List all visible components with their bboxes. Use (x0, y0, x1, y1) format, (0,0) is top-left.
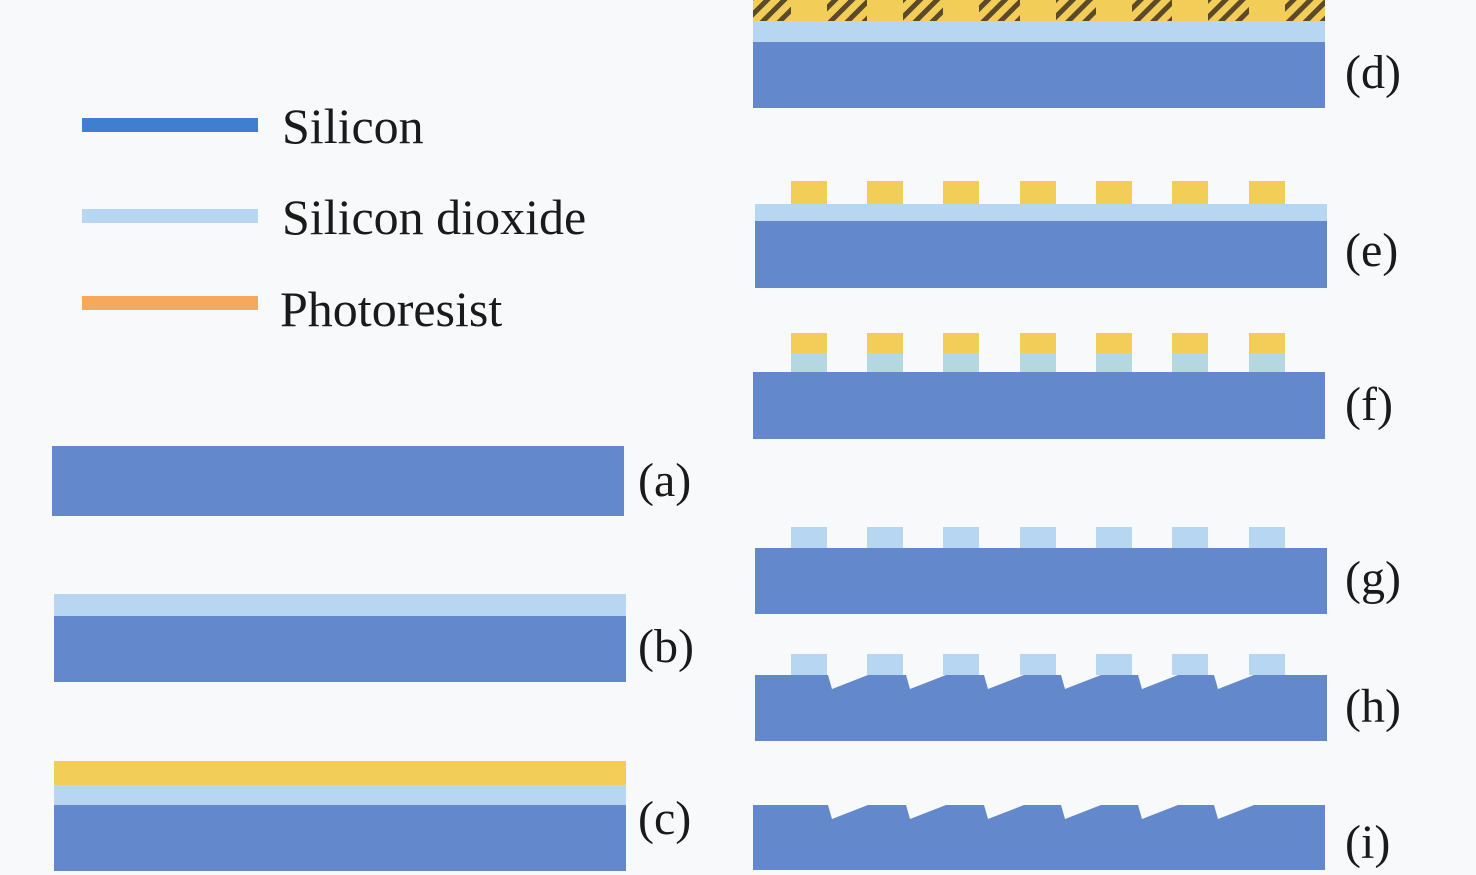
step-a: (a) (52, 446, 691, 516)
oxide-block (1172, 353, 1208, 372)
photoresist-block (1020, 333, 1056, 353)
step-label: (e) (1345, 224, 1398, 277)
step-i: (i) (753, 805, 1390, 870)
photoresist-block (1020, 181, 1056, 204)
step-label: (c) (638, 792, 691, 845)
oxide-mask-block (1020, 654, 1056, 675)
step-c: (c) (54, 761, 691, 871)
unexposed-resist-blocks (791, 0, 1285, 21)
silicon-dioxide-layer (753, 21, 1325, 42)
oxide-mask-block (1249, 654, 1285, 675)
oxide-block (1249, 353, 1285, 372)
silicon-dioxide-layer (54, 594, 626, 616)
step-label: (b) (638, 620, 694, 673)
legend-item-photoresist: Photoresist (82, 281, 502, 337)
legend-swatch-photoresist (82, 296, 258, 310)
unexposed-resist-block (943, 0, 979, 21)
silicon-substrate (755, 548, 1327, 614)
step-g: (g) (755, 527, 1401, 614)
oxide-block (943, 353, 979, 372)
oxide-block (791, 353, 827, 372)
silicon-dioxide-layer (54, 785, 626, 805)
oxide-mask-block (943, 654, 979, 675)
step-label: (f) (1345, 378, 1393, 431)
photoresist-layer (54, 761, 626, 785)
photoresist-block (791, 181, 827, 204)
etched-silicon-substrate (755, 675, 1327, 741)
photoresist-block (1249, 333, 1285, 353)
photoresist-block (943, 181, 979, 204)
oxide-mask-pattern (791, 654, 1285, 675)
step-b: (b) (54, 594, 694, 682)
photoresist-block (867, 333, 903, 353)
photoresist-block (791, 333, 827, 353)
photoresist-block (1096, 181, 1132, 204)
oxide-block (867, 353, 903, 372)
unexposed-resist-block (1249, 0, 1285, 21)
etched-silicon-substrate (753, 805, 1325, 870)
legend-label-photoresist: Photoresist (280, 281, 502, 337)
photoresist-block (867, 181, 903, 204)
unexposed-resist-block (1020, 0, 1056, 21)
legend-item-silicon: Silicon (82, 98, 424, 154)
resist-on-oxide-pattern (791, 333, 1285, 372)
unexposed-resist-block (1172, 0, 1208, 21)
photoresist-pattern (791, 181, 1285, 204)
photoresist-block (1249, 181, 1285, 204)
step-h: (h) (755, 654, 1401, 741)
step-f: (f) (753, 333, 1393, 439)
photoresist-block (943, 333, 979, 353)
step-label: (i) (1345, 816, 1390, 869)
legend-swatch-silicon-dioxide (82, 209, 258, 223)
legend-label-silicon: Silicon (282, 98, 424, 154)
step-label: (a) (638, 454, 691, 507)
step-d: (d) (753, 0, 1401, 108)
oxide-block (1020, 353, 1056, 372)
oxide-mask-block (943, 527, 979, 548)
step-label: (g) (1345, 552, 1401, 605)
oxide-mask-block (867, 527, 903, 548)
step-label: (h) (1345, 680, 1401, 733)
silicon-dioxide-layer (755, 204, 1327, 221)
oxide-mask-block (1172, 654, 1208, 675)
oxide-mask-block (1020, 527, 1056, 548)
oxide-mask-block (1249, 527, 1285, 548)
silicon-substrate (52, 446, 624, 516)
unexposed-resist-block (867, 0, 903, 21)
oxide-mask-block (791, 527, 827, 548)
silicon-substrate (54, 805, 626, 871)
oxide-mask-block (1096, 527, 1132, 548)
legend-label-silicon-dioxide: Silicon dioxide (282, 189, 586, 245)
silicon-substrate (753, 42, 1325, 108)
oxide-mask-block (1096, 654, 1132, 675)
oxide-mask-block (1172, 527, 1208, 548)
unexposed-resist-block (1096, 0, 1132, 21)
photoresist-block (1172, 181, 1208, 204)
oxide-mask-block (867, 654, 903, 675)
oxide-mask-pattern (791, 527, 1285, 548)
unexposed-resist-block (791, 0, 827, 21)
legend-swatch-silicon (82, 118, 258, 132)
legend: Silicon Silicon dioxide Photoresist (82, 98, 586, 337)
step-e: (e) (755, 181, 1398, 288)
legend-item-silicon-dioxide: Silicon dioxide (82, 189, 586, 245)
silicon-substrate (753, 372, 1325, 439)
oxide-block (1096, 353, 1132, 372)
silicon-substrate (54, 616, 626, 682)
photoresist-block (1172, 333, 1208, 353)
silicon-substrate (755, 221, 1327, 288)
oxide-mask-block (791, 654, 827, 675)
step-label: (d) (1345, 46, 1401, 99)
photoresist-block (1096, 333, 1132, 353)
